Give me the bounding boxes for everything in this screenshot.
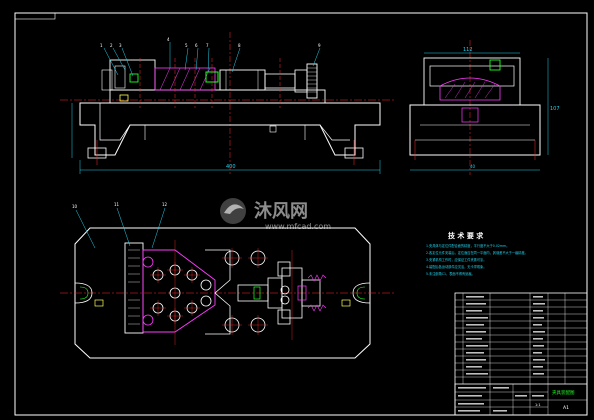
drawing-name: 夹具装配图 <box>552 389 575 396</box>
note-line-2: 2.各定位元件安装后，定位面应在同一平面内，其误差不大于一级精度。 <box>426 250 528 255</box>
front-overall-dim: 400 <box>226 164 236 170</box>
watermark: 沐风网 www.mfcad.com <box>220 198 331 231</box>
balloon-10: 10 <box>72 204 78 209</box>
notes-title: 技 术 要 求 <box>448 231 484 240</box>
note-line-5: 5.未注倒角C1，表面不得有划痕。 <box>426 271 475 276</box>
note-line-1: 1.夹具体与定位件配合面的精度，平行度不大于0.02mm。 <box>426 243 509 248</box>
title-block: 夹具装配图 1:1 A1 <box>454 383 588 416</box>
sheet-border <box>14 12 588 416</box>
side-base-dim: 40 <box>470 164 476 169</box>
balloon-6: 6 <box>195 43 198 48</box>
balloon-5: 5 <box>185 43 188 48</box>
parts-list <box>454 292 588 416</box>
front-view: 400 1 2 3 4 5 6 7 8 9 <box>60 32 395 175</box>
balloon-9: 9 <box>318 43 321 48</box>
side-height-dim: 107 <box>550 106 560 112</box>
balloon-2: 2 <box>110 43 113 48</box>
balloon-12: 12 <box>162 202 168 207</box>
side-width-dim: 112 <box>463 47 473 53</box>
note-line-3: 3.夹紧机构工作时，应保证工件夹紧可靠。 <box>426 257 486 262</box>
watermark-brand: 沐风网 <box>254 200 308 222</box>
balloon-8: 8 <box>238 43 241 48</box>
balloon-7: 7 <box>206 43 209 48</box>
balloon-1: 1 <box>100 43 103 48</box>
note-line-4: 4.装配后各运动部件应灵活，无卡滞现象。 <box>426 264 486 269</box>
technical-requirements: 技 术 要 求 1.夹具体与定位件配合面的精度，平行度不大于0.02mm。 2.… <box>426 231 528 276</box>
balloon-3: 3 <box>119 43 122 48</box>
plan-view: 10 11 12 <box>60 202 395 359</box>
code-box <box>14 12 56 20</box>
balloon-4: 4 <box>167 37 170 42</box>
balloon-11: 11 <box>114 202 120 207</box>
watermark-url: www.mfcad.com <box>265 222 331 231</box>
sheet-size: A1 <box>563 405 569 411</box>
drawing-scale: 1:1 <box>535 403 541 407</box>
side-view: 112 107 40 <box>409 40 560 175</box>
